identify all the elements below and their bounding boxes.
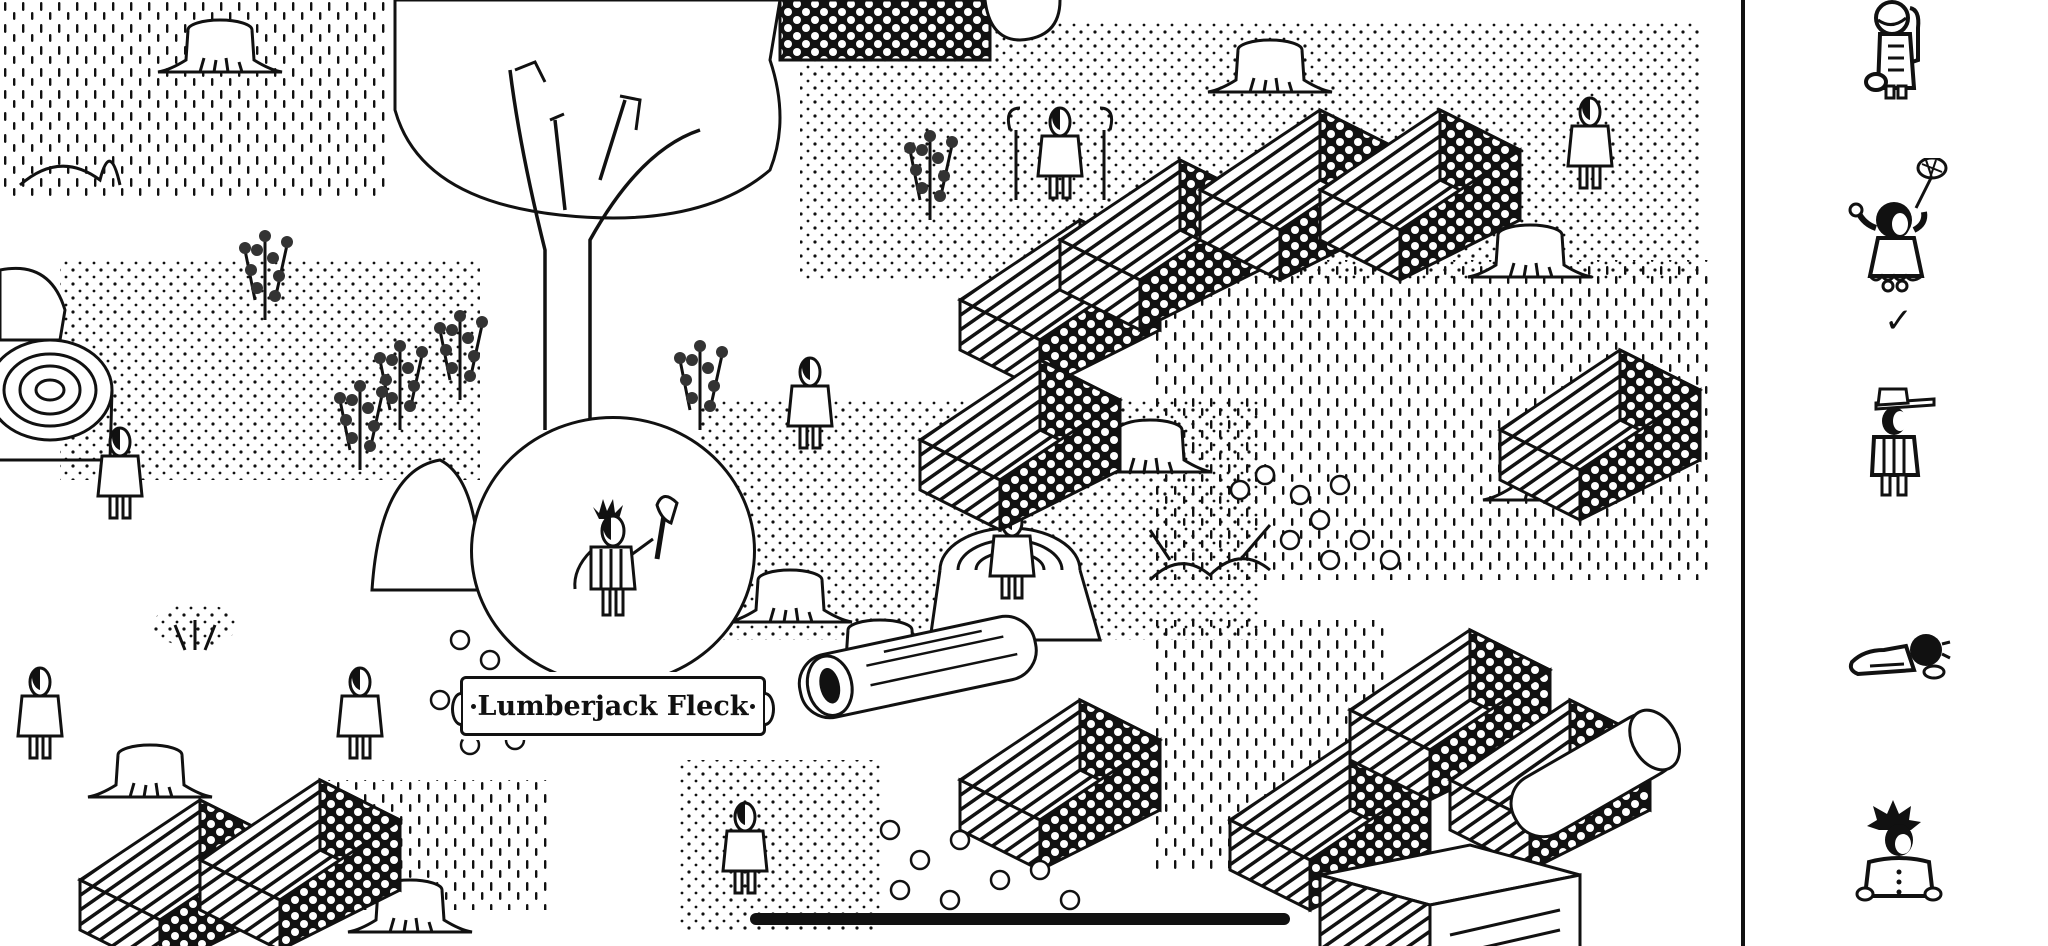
target-character-3-icon: [1869, 387, 1935, 497]
target-item-3[interactable]: [1745, 385, 2048, 500]
magnifier-circle: [470, 416, 756, 686]
found-character-label: Lumberjack Fleck: [460, 676, 766, 736]
lumberjack-fleck-icon: [573, 495, 679, 617]
label-dot-right: [750, 704, 755, 709]
target-character-1-icon: [1863, 0, 1920, 100]
targets-panel: ✓: [1741, 0, 2048, 946]
target-item-4[interactable]: [1745, 620, 2048, 690]
label-dot-left: [471, 704, 476, 709]
found-checkmark-icon: ✓: [1884, 301, 1913, 341]
home-indicator-bar[interactable]: [750, 913, 1290, 925]
game-scene[interactable]: Lumberjack Fleck: [0, 0, 1741, 946]
scene-artwork[interactable]: [0, 0, 1741, 946]
target-character-5-icon: [1855, 800, 1942, 902]
target-item-5[interactable]: [1745, 800, 2048, 910]
found-character-name: Lumberjack Fleck: [477, 690, 749, 722]
target-item-2[interactable]: ✓: [1745, 158, 2048, 338]
target-character-4-icon: [1848, 634, 1951, 680]
target-item-1[interactable]: [1745, 0, 2048, 100]
target-character-2-icon: [1848, 158, 1947, 293]
